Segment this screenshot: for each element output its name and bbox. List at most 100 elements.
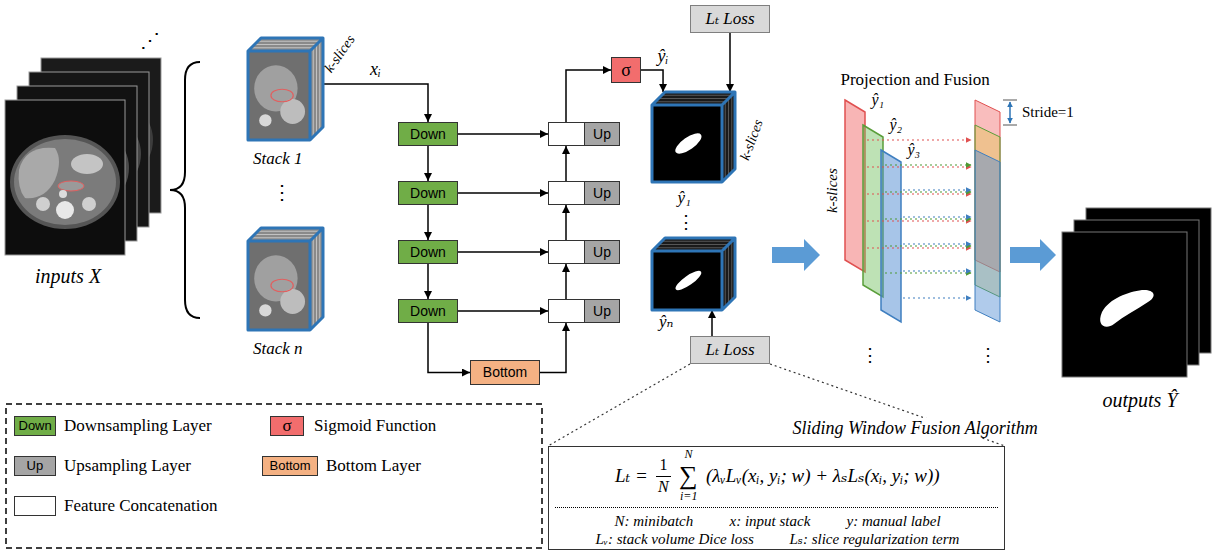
slice-output-name: ŷ₃ bbox=[906, 141, 923, 159]
projection-arrows bbox=[885, 191, 971, 192]
upsampling-layer: Up bbox=[548, 299, 620, 323]
connector bbox=[458, 133, 548, 135]
slice-output-name: ŷ₁ bbox=[870, 91, 887, 109]
upsampling-fill: Up bbox=[585, 300, 619, 322]
connector bbox=[427, 146, 429, 181]
continuation-dots: ⋰ bbox=[140, 29, 160, 52]
formula-term: (λᵥLᵥ(xᵢ, yᵢ; w) + λₛLₛ(xᵢ, yᵢ; w)) bbox=[706, 465, 940, 487]
connector bbox=[641, 70, 663, 92]
ct-slice-stack bbox=[71, 154, 103, 174]
stack-name: Stack 1 bbox=[253, 149, 303, 169]
connector bbox=[729, 33, 731, 92]
stride-bracket bbox=[1003, 125, 1017, 126]
step-title: Projection and Fusion bbox=[841, 70, 990, 90]
continuation-dots: ⋮ bbox=[861, 345, 879, 366]
fusion-slabs bbox=[881, 150, 901, 322]
connector bbox=[565, 205, 567, 240]
zoom-lines bbox=[548, 364, 690, 446]
legend-frame bbox=[6, 404, 542, 548]
continuation-dots: ⋮ bbox=[677, 212, 695, 233]
projection-arrows bbox=[867, 166, 971, 167]
fusion-slabs bbox=[863, 125, 883, 297]
formula-term: i=1 bbox=[680, 490, 697, 504]
projection-arrows bbox=[903, 189, 971, 190]
projection-arrows bbox=[867, 220, 971, 221]
projection-arrows bbox=[903, 270, 971, 271]
slice-count: k-slices bbox=[321, 32, 358, 76]
connector bbox=[565, 264, 567, 299]
stack-cube bbox=[652, 92, 735, 182]
ct-slice-stack bbox=[59, 190, 67, 198]
stack-cube bbox=[248, 38, 323, 140]
fusion-slabs bbox=[975, 150, 1000, 322]
box-label: Bottom bbox=[483, 364, 527, 380]
box-label: Up bbox=[593, 185, 611, 201]
connector bbox=[711, 310, 713, 336]
stack-output-name: ŷ₁ bbox=[678, 188, 691, 208]
stride-label: Stride=1 bbox=[1022, 104, 1074, 121]
block-arrow bbox=[772, 239, 820, 271]
fraction-bar bbox=[656, 476, 671, 477]
legend-frame bbox=[6, 404, 542, 548]
output-slices bbox=[1100, 290, 1153, 327]
box-label: Down bbox=[410, 244, 446, 260]
concatenation-box bbox=[549, 182, 585, 204]
projection-arrows bbox=[903, 216, 971, 217]
output-slices bbox=[1062, 232, 1187, 377]
stack-output-name: ŷₙ bbox=[659, 312, 673, 332]
slice-count: k-slices bbox=[823, 168, 840, 213]
connector bbox=[458, 251, 548, 253]
brace bbox=[170, 62, 200, 318]
loss-formula: Lₜ =1NN∑i=1(λᵥLᵥ(xᵢ, yᵢ; w) + λₛLₛ(xᵢ, y… bbox=[548, 446, 1005, 550]
slice-output-name: ŷ₂ bbox=[888, 116, 905, 134]
swatch-label: Bottom bbox=[270, 459, 311, 474]
connector bbox=[458, 310, 548, 312]
upsampling-fill: Up bbox=[585, 182, 619, 204]
concatenation-box bbox=[549, 241, 585, 263]
ct-slice-stack bbox=[19, 148, 59, 199]
ct-slice-stack bbox=[10, 135, 120, 229]
swatch-label: σ bbox=[283, 416, 292, 436]
loss-box: Lₜ Loss bbox=[690, 336, 770, 364]
projection-arrows bbox=[885, 245, 971, 246]
fusion-slabs bbox=[845, 100, 865, 272]
stack-cube bbox=[652, 238, 735, 310]
block-arrow bbox=[1010, 239, 1056, 271]
downsampling-layer: Down bbox=[398, 240, 458, 264]
upsampling-fill: Up bbox=[585, 123, 619, 145]
box-label: Up bbox=[593, 303, 611, 319]
box-label: Down bbox=[410, 303, 446, 319]
concatenation-box bbox=[549, 300, 585, 322]
legend-swatch bbox=[14, 496, 56, 516]
box-label: Lₜ Loss bbox=[705, 340, 754, 360]
box-label: Down bbox=[410, 126, 446, 142]
formula-term: Lₛ: slice regularization term bbox=[790, 531, 960, 548]
projection-arrows bbox=[867, 140, 971, 298]
ct-slice-stack bbox=[36, 197, 50, 211]
formula-term: ∑ bbox=[679, 461, 698, 491]
connector bbox=[323, 84, 428, 122]
formula-term: Lᵥ: stack volume Dice loss bbox=[596, 531, 754, 548]
projection-arrows bbox=[885, 218, 971, 219]
legend-text: Bottom Layer bbox=[326, 456, 421, 476]
output-slices bbox=[1062, 208, 1211, 377]
brace bbox=[170, 62, 200, 318]
input-caption: inputs X bbox=[35, 265, 101, 288]
connector bbox=[428, 323, 470, 373]
projection-arrows bbox=[885, 272, 971, 273]
projection-arrows bbox=[885, 164, 971, 165]
stack-name: Stack n bbox=[253, 339, 303, 359]
ct-slice-stack bbox=[14, 139, 116, 225]
stride-bracket bbox=[1009, 102, 1011, 123]
upsampling-layer: Up bbox=[548, 181, 620, 205]
ct-slice-stack bbox=[5, 100, 125, 255]
input-stack: Stack n bbox=[248, 228, 323, 330]
formula-term: 1 bbox=[660, 456, 668, 474]
downsampling-layer: Down bbox=[398, 122, 458, 146]
output-caption: outputs Ŷ bbox=[1103, 389, 1178, 412]
upsampling-fill: Up bbox=[585, 241, 619, 263]
box-label: Up bbox=[593, 126, 611, 142]
connector bbox=[458, 192, 548, 194]
box-label: Down bbox=[410, 185, 446, 201]
concatenation-box bbox=[549, 123, 585, 145]
